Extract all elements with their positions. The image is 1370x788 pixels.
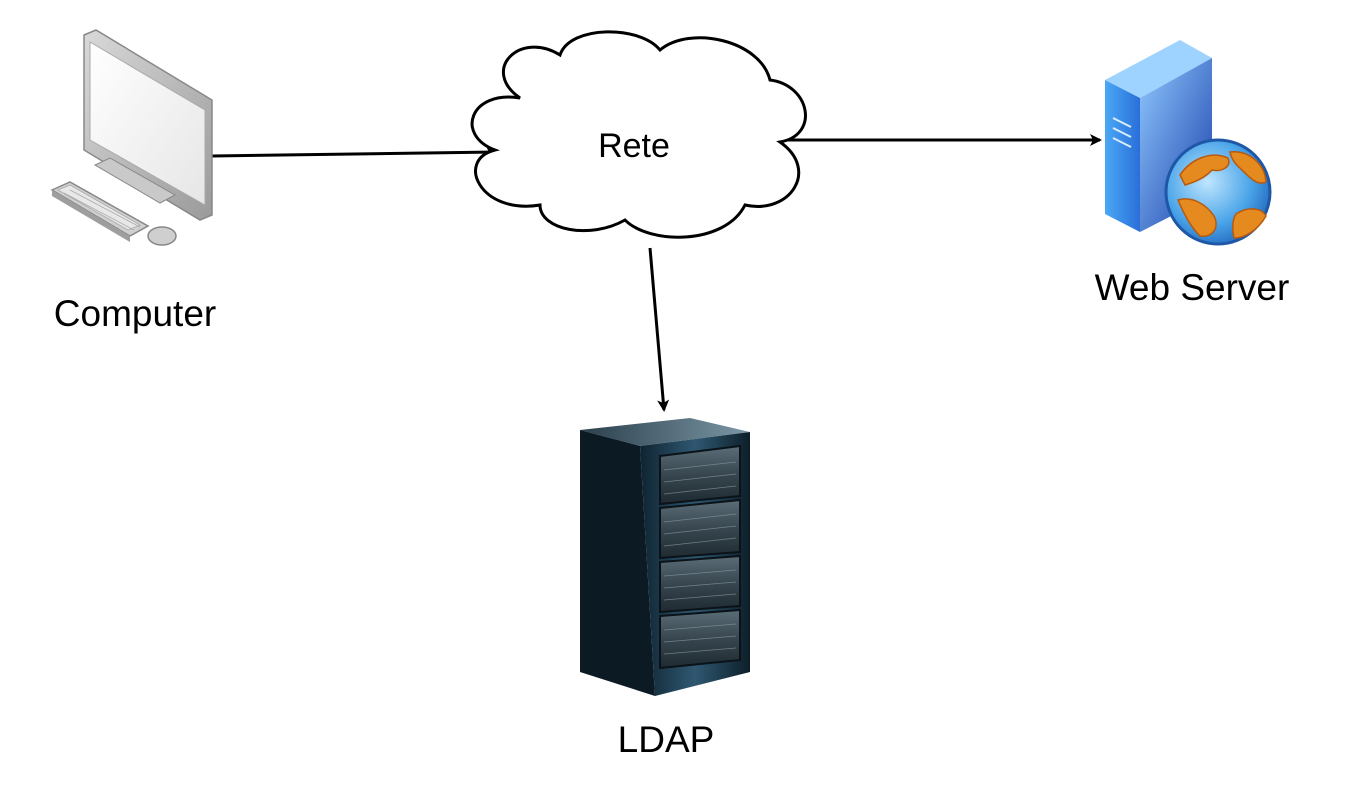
- network-label: Rete: [598, 127, 670, 165]
- ldap-node[interactable]: LDAP: [580, 418, 750, 760]
- ldap-label: LDAP: [618, 719, 715, 760]
- computer-label: Computer: [54, 293, 216, 334]
- computer-node[interactable]: Computer: [50, 29, 216, 334]
- web-server-label: Web Server: [1095, 267, 1290, 308]
- desktop-computer-icon: [50, 29, 213, 246]
- web-server-icon: [1105, 40, 1272, 246]
- web-server-node[interactable]: Web Server: [1095, 40, 1290, 308]
- cloud-icon: [470, 30, 807, 239]
- server-rack-icon: [580, 418, 750, 696]
- edge-computer-to-network: [211, 146, 498, 159]
- network-node[interactable]: Rete: [470, 30, 807, 239]
- edge-network-to-ldap: [648, 247, 670, 412]
